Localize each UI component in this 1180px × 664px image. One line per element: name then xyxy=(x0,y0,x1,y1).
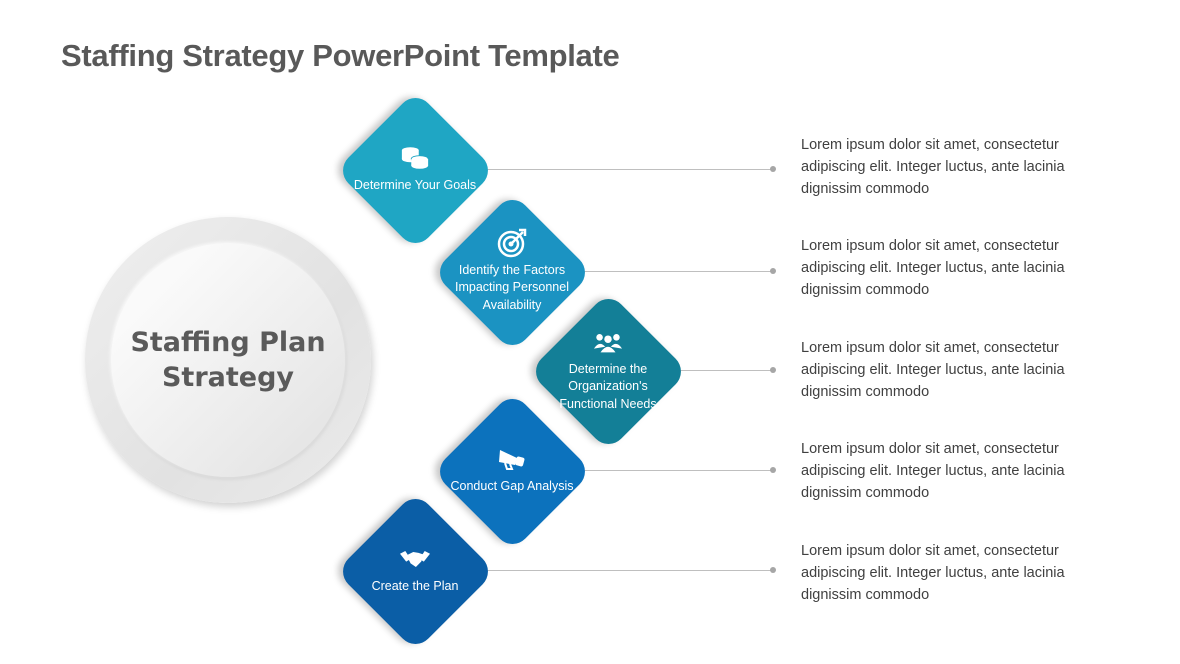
connector-dot xyxy=(770,467,776,473)
step-diamond: Determine Your Goals xyxy=(335,90,496,251)
connector-dot xyxy=(770,367,776,373)
connector-line xyxy=(678,370,773,371)
step-label: Identify the Factors Impacting Personnel… xyxy=(455,262,569,312)
target-icon xyxy=(497,228,527,257)
step-diamond: Create the Plan xyxy=(335,491,496,652)
step-label: Determine the Organization's Functional … xyxy=(559,361,657,411)
step-label: Conduct Gap Analysis xyxy=(450,479,574,494)
step-label: Determine Your Goals xyxy=(353,178,477,193)
step-description: Lorem ipsum dolor sit amet, consectetur … xyxy=(801,441,1065,501)
step-description: Lorem ipsum dolor sit amet, consectetur … xyxy=(801,137,1065,197)
connector-line xyxy=(485,570,773,571)
handshake-icon xyxy=(400,546,430,572)
center-circle: Staffing Plan Strategy xyxy=(85,217,371,503)
step-diamond: Conduct Gap Analysis xyxy=(432,391,593,552)
connector-dot xyxy=(770,567,776,573)
page-title: Staffing Strategy PowerPoint Template xyxy=(61,38,620,73)
step-description: Lorem ipsum dolor sit amet, consectetur … xyxy=(801,238,1065,298)
step-diamond: Identify the Factors Impacting Personnel… xyxy=(432,192,593,353)
connector-line xyxy=(582,271,773,272)
coins-icon xyxy=(400,145,430,171)
connector-dot xyxy=(770,268,776,274)
center-circle-inner: Staffing Plan Strategy xyxy=(111,243,345,477)
step-label: Create the Plan xyxy=(371,579,459,594)
connector-line xyxy=(485,169,773,170)
step-description: Lorem ipsum dolor sit amet, consectetur … xyxy=(801,340,1065,400)
connector-line xyxy=(582,470,773,471)
step-diamond: Determine the Organization's Functional … xyxy=(528,291,689,452)
center-title: Staffing Plan Strategy xyxy=(130,327,326,393)
megaphone-icon xyxy=(497,446,527,472)
connector-dot xyxy=(770,166,776,172)
people-icon xyxy=(593,329,623,355)
step-description: Lorem ipsum dolor sit amet, consectetur … xyxy=(801,543,1065,603)
